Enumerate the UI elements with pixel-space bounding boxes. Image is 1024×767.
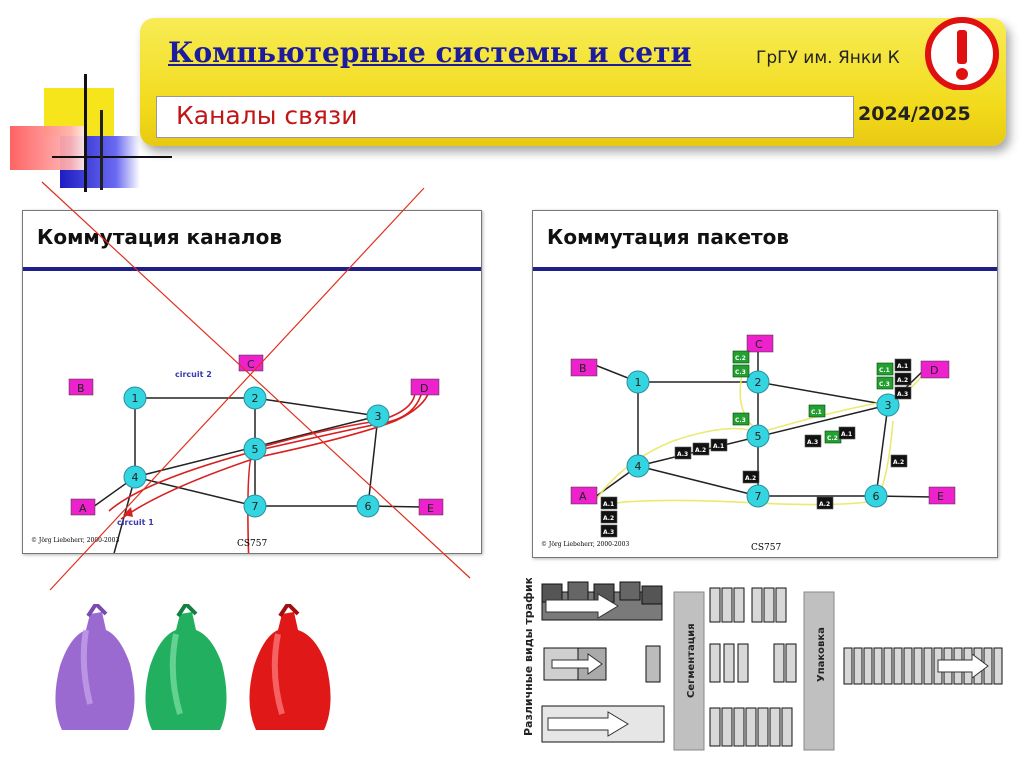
packet-label: A.2	[897, 377, 908, 384]
packet-label: A.2	[603, 515, 614, 522]
traffic-block-row-1	[542, 582, 662, 620]
traffic-types-label: Различные виды трафика	[522, 578, 535, 736]
packet-label: C.1	[879, 367, 890, 374]
exclamation-circle-icon	[920, 14, 1004, 90]
terminal-label: D	[930, 364, 938, 377]
traffic-segmentation-diagram: Различные виды трафика Сегментация	[518, 578, 1008, 758]
node-label: 7	[755, 490, 762, 503]
packet-label: A.2	[745, 475, 756, 482]
purple-bag-icon	[55, 604, 134, 730]
traffic-block-row-2	[544, 646, 660, 682]
packing-label: Упаковка	[816, 627, 827, 682]
packet-label: A.2	[893, 459, 904, 466]
traffic-block-row-3	[542, 706, 664, 742]
packet-label: A.1	[841, 431, 852, 438]
decor-line	[100, 110, 103, 190]
node-label: 6	[873, 490, 880, 503]
red-bag-icon	[249, 604, 330, 730]
packet-label: A.2	[819, 501, 830, 508]
packet-label: C.2	[735, 355, 746, 362]
node-label: 5	[755, 430, 762, 443]
packet-switching-panel: Коммутация пакетов B	[532, 210, 998, 558]
packet-switching-diagram: B C D A E 1 2 3 4 5 6 7 C.2	[533, 271, 997, 557]
panel-title: Коммутация пакетов	[547, 225, 789, 249]
node-label: 4	[635, 460, 642, 473]
packet-label: C.3	[735, 417, 746, 424]
packet-label: C.2	[827, 435, 838, 442]
decor-red-square	[10, 126, 86, 170]
decor-line	[52, 156, 172, 158]
cross-out-icon	[0, 180, 480, 600]
course-code: CS757	[751, 543, 782, 553]
packet-label: C.3	[879, 381, 890, 388]
credit-text: © Jörg Liebeherr, 2000-2003	[541, 541, 629, 548]
packet-label: A.3	[603, 529, 614, 536]
decor-line	[84, 74, 87, 192]
packet-label: A.2	[695, 447, 706, 454]
packet-label: A.3	[677, 451, 688, 458]
terminal-label: B	[579, 362, 587, 375]
terminal-label: A	[579, 490, 587, 503]
packet-label: A.1	[603, 501, 614, 508]
node-label: 2	[755, 376, 762, 389]
terminal-label: E	[937, 490, 944, 503]
packet-label: A.3	[807, 439, 818, 446]
topic-title: Каналы связи	[176, 101, 357, 130]
node-label: 1	[635, 376, 642, 389]
segmentation-label: Сегментация	[686, 623, 697, 698]
node-label: 3	[885, 399, 892, 412]
academic-year: 2024/2025	[858, 103, 971, 125]
university-name: ГрГУ им. Янки К	[756, 48, 900, 68]
packet-label: A.1	[713, 443, 724, 450]
packet-label: A.1	[897, 363, 908, 370]
segmented-packets	[710, 588, 796, 746]
page-title[interactable]: Компьютерные системы и сети	[168, 36, 691, 69]
packet-label: C.3	[735, 369, 746, 376]
terminal-label: C	[755, 338, 763, 351]
trash-bags-image	[50, 604, 340, 734]
packet-label: C.1	[811, 409, 822, 416]
packet-label: A.3	[897, 391, 908, 398]
green-bag-icon	[145, 604, 226, 730]
